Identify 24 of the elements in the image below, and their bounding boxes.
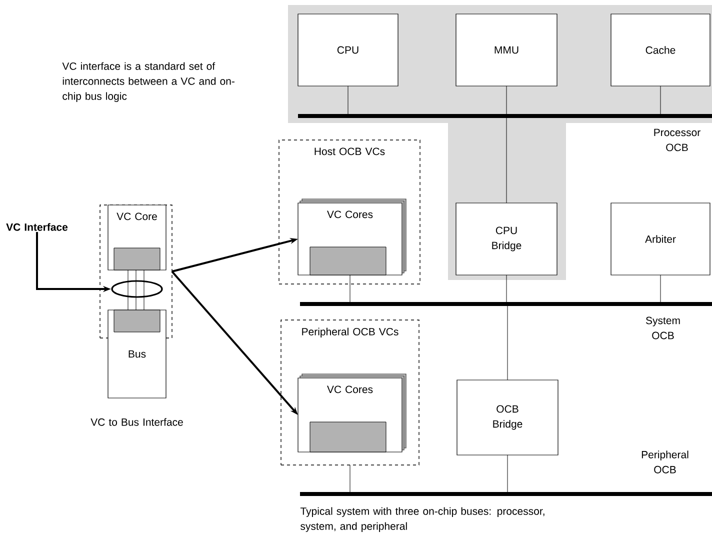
connector-line: [506, 118, 507, 204]
bus-label: Processor OCB: [654, 128, 700, 152]
core-stack: VC Cores: [298, 374, 406, 452]
component-box: Bus: [108, 310, 166, 398]
component-box: VC Core: [108, 204, 166, 270]
caption: VC to Bus Interface: [90, 418, 183, 426]
component-box: MMU: [456, 14, 558, 86]
component-box: CPU: [298, 14, 398, 86]
connector-line: [506, 274, 507, 302]
connector-line: [660, 86, 661, 114]
bus-label: System OCB: [646, 316, 680, 340]
bus-label: Peripheral OCB: [642, 450, 688, 474]
component-box: Cache: [610, 14, 710, 86]
connector-line: [506, 86, 507, 114]
component-box: OCB Bridge: [456, 380, 558, 456]
connector-line: [660, 274, 661, 302]
interface-label: VC Interface: [6, 223, 68, 231]
caption: Typical system with three on-chip buses: processor, system, and peripheral: [300, 507, 544, 532]
connector-line: [507, 306, 508, 380]
core-stack: VC Cores: [298, 198, 406, 276]
component-box: Arbiter: [610, 202, 710, 276]
component-box: CPU Bridge: [456, 202, 558, 276]
connector-line: [507, 454, 508, 492]
note: VC interface is a standard set of interconnects between a VC and on-chip bus logic: [62, 62, 234, 102]
